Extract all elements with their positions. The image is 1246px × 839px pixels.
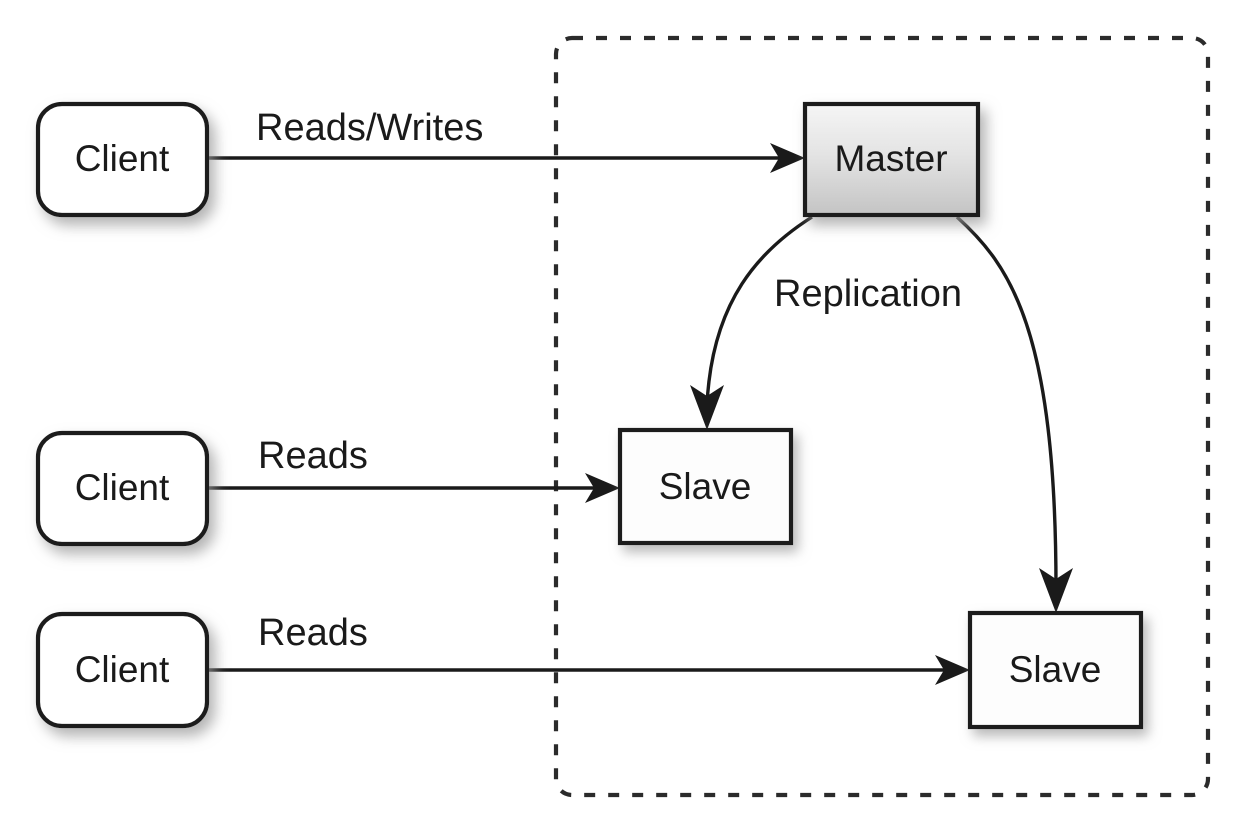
- arrowhead-slave1-top: [690, 385, 724, 430]
- master-box[interactable]: [802, 101, 981, 218]
- client-3-label: Client: [75, 649, 170, 690]
- edge-label-reads-middle: Reads: [258, 435, 368, 477]
- edge-curve-replication-left: [705, 215, 813, 406]
- node-slave-2[interactable]: Slave: [967, 610, 1144, 730]
- slave-1-label: Slave: [659, 466, 752, 507]
- database-cluster-boundary: [553, 35, 1211, 798]
- edge-label-reads-bottom: Reads: [258, 612, 368, 654]
- slave-2-label: Slave: [1009, 649, 1102, 690]
- node-slave-1[interactable]: Slave: [617, 427, 794, 546]
- edge-curve-replication-right: [955, 215, 1058, 589]
- slave-2-box[interactable]: [967, 610, 1144, 730]
- client-3-box[interactable]: [35, 611, 210, 729]
- arrowhead-slave2-top: [1039, 568, 1073, 613]
- node-client-1[interactable]: Client: [35, 101, 210, 218]
- edge-client1-master: [207, 143, 805, 173]
- edge-master-slave2: [955, 215, 1073, 613]
- master-label: Master: [834, 138, 947, 179]
- arrowhead-slave1-in: [585, 473, 620, 503]
- node-master[interactable]: Master: [802, 101, 981, 218]
- edge-master-slave1: [690, 215, 813, 430]
- client-2-box[interactable]: [35, 430, 210, 547]
- arrowhead-master-in: [770, 143, 805, 173]
- node-client-3[interactable]: Client: [35, 611, 210, 729]
- arrowhead-slave2-in: [935, 655, 970, 685]
- node-client-2[interactable]: Client: [35, 430, 210, 547]
- slave-1-box[interactable]: [617, 427, 794, 546]
- edge-client2-slave1: [207, 473, 620, 503]
- edge-label-reads-writes: Reads/Writes: [256, 107, 483, 149]
- edge-client3-slave2: [207, 655, 970, 685]
- edge-label-replication: Replication: [774, 273, 962, 315]
- client-1-box[interactable]: [35, 101, 210, 218]
- client-2-label: Client: [75, 467, 170, 508]
- client-1-label: Client: [75, 138, 170, 179]
